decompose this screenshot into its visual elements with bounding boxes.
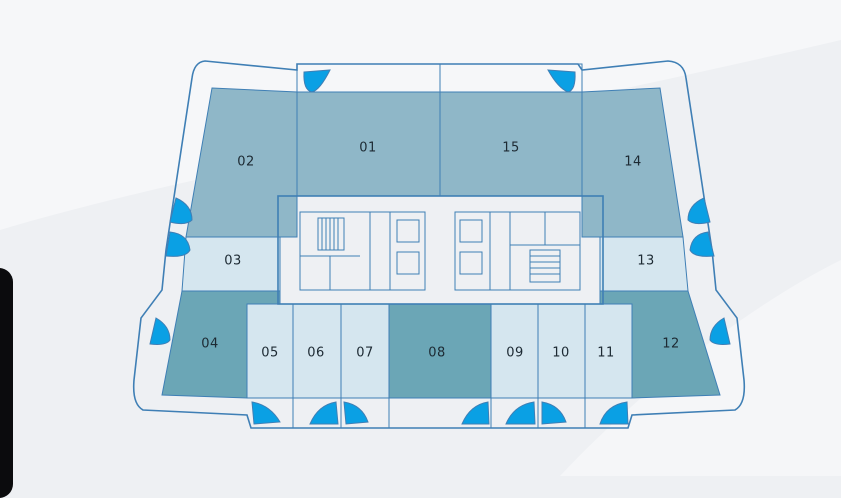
unit-05[interactable] bbox=[246, 303, 294, 399]
balcony-bottom bbox=[292, 398, 586, 428]
unit-label-06: 06 bbox=[307, 346, 325, 361]
unit-label-03: 03 bbox=[224, 254, 242, 269]
unit-11[interactable] bbox=[584, 303, 633, 399]
unit-06[interactable] bbox=[292, 303, 342, 399]
unit-label-12: 12 bbox=[662, 337, 680, 352]
building-outline bbox=[132, 60, 746, 429]
elevator-right-icon bbox=[459, 212, 580, 290]
unit-label-15: 15 bbox=[502, 141, 520, 156]
unit-label-08: 08 bbox=[428, 346, 446, 361]
unit-label-07: 07 bbox=[356, 346, 374, 361]
stairs-left-icon bbox=[317, 217, 345, 251]
elevator-left-icon bbox=[300, 212, 420, 290]
unit-02[interactable] bbox=[185, 87, 298, 238]
unit-label-05: 05 bbox=[261, 346, 279, 361]
stairs-right-icon bbox=[529, 249, 561, 283]
unit-label-09: 09 bbox=[506, 346, 524, 361]
unit-label-04: 04 bbox=[201, 337, 219, 352]
unit-09[interactable] bbox=[490, 303, 539, 399]
side-panel-edge bbox=[0, 268, 13, 498]
unit-label-11: 11 bbox=[597, 346, 615, 361]
building-core bbox=[277, 195, 604, 305]
floor-plan: 02 01 15 14 03 13 04 05 06 07 08 09 10 1… bbox=[132, 60, 746, 429]
unit-label-10: 10 bbox=[552, 346, 570, 361]
unit-label-14: 14 bbox=[624, 155, 642, 170]
unit-label-13: 13 bbox=[637, 254, 655, 269]
balconies bbox=[149, 69, 731, 425]
unit-label-02: 02 bbox=[237, 155, 255, 170]
unit-label-01: 01 bbox=[359, 141, 377, 156]
unit-07[interactable] bbox=[340, 303, 390, 399]
unit-10[interactable] bbox=[537, 303, 586, 399]
unit-08[interactable] bbox=[388, 303, 492, 399]
